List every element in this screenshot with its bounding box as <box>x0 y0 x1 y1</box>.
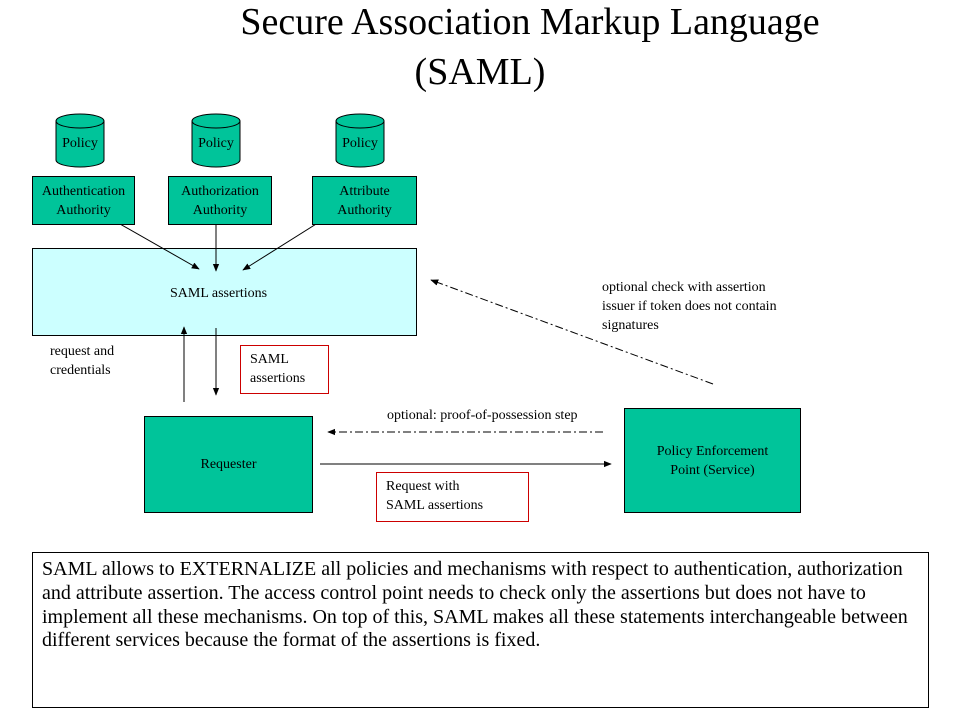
policy-label-3: Policy <box>342 136 378 151</box>
description-text: SAML allows to EXTERNALIZE all policies … <box>42 558 908 652</box>
request-with-line1: Request with <box>386 479 460 494</box>
optional-check-label: optional check with assertion issuer if … <box>602 278 777 335</box>
proof-of-possession-label: optional: proof-of-possession step <box>387 408 578 423</box>
requester-box: Requester <box>144 416 313 513</box>
authorization-authority-line2: Authority <box>192 202 248 218</box>
arrow-optional-check <box>430 279 714 385</box>
assertions-box-label: SAML assertions <box>170 286 268 301</box>
policy-cylinder-3 <box>335 113 385 168</box>
title-line-2: (SAML) <box>414 51 546 93</box>
request-with-line2: SAML assertions <box>386 498 484 513</box>
assertions-box <box>32 248 417 336</box>
request-credentials-label: request and credentials <box>50 342 114 380</box>
attribute-authority-line1: Attribute <box>339 183 390 199</box>
title-line-1: Secure Association Markup Language <box>240 1 820 43</box>
description-box: SAML allows to EXTERNALIZE all policies … <box>32 552 929 708</box>
policy-label-2: Policy <box>198 136 234 151</box>
request-credentials-line1: request and <box>50 344 115 359</box>
optional-check-line2: issuer if token does not contain <box>602 299 777 314</box>
optional-check-line1: optional check with assertion <box>602 280 766 295</box>
saml-assertions-note-line1: SAML <box>250 352 289 367</box>
authorization-authority-line1: Authorization <box>181 183 259 199</box>
authentication-authority-line2: Authority <box>56 202 111 218</box>
attribute-authority-line2: Authority <box>337 202 392 218</box>
saml-assertions-note: SAML assertions <box>240 345 329 394</box>
pep-line1: Policy Enforcement <box>656 443 769 459</box>
request-credentials-line2: credentials <box>50 363 111 378</box>
request-with-assertions-note: Request with SAML assertions <box>376 472 529 522</box>
requester-label: Requester <box>200 457 257 472</box>
policy-label-1: Policy <box>62 136 98 151</box>
optional-check-line3: signatures <box>602 318 659 333</box>
pep-line2: Point (Service) <box>670 462 755 478</box>
policy-cylinder-1 <box>55 113 105 168</box>
saml-assertions-note-line2: assertions <box>250 371 306 386</box>
policy-cylinder-2 <box>191 113 241 168</box>
authentication-authority-line1: Authentication <box>41 183 126 199</box>
